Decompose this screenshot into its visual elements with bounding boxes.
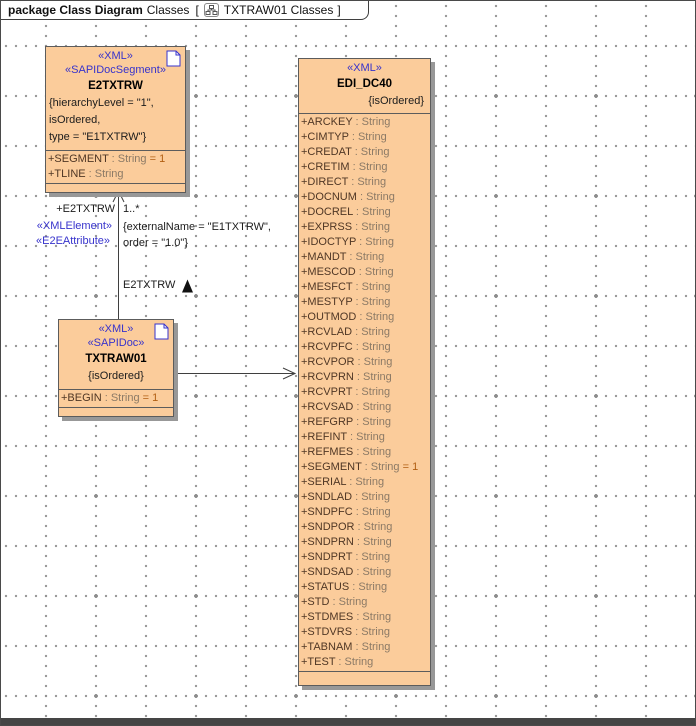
attribute-row[interactable]: +MANDT : String: [301, 251, 385, 263]
attribute-row[interactable]: +SNDLAD : String: [301, 491, 390, 503]
attribute-row[interactable]: +SNDPRT : String: [301, 551, 391, 563]
attribute-row[interactable]: +REFGRP : String: [301, 416, 391, 428]
open-arrowhead-right-icon: [282, 367, 297, 380]
attribute-row[interactable]: +RCVLAD : String: [301, 326, 390, 338]
attribute-row[interactable]: +OUTMOD : String: [301, 311, 395, 323]
stereotype-label: «SAPIDocSegment»: [65, 64, 166, 76]
attribute-row[interactable]: +SERIAL : String: [301, 476, 385, 488]
association-role-label[interactable]: +E2TXTRW: [56, 203, 115, 215]
diagram-tab: package Class Diagram Classes [ TXTRAW01…: [1, 1, 369, 20]
tagged-values: {isOrdered}: [301, 93, 428, 109]
class-name: E2TXTRW: [88, 80, 143, 92]
attribute-row[interactable]: +STDMES : String: [301, 611, 392, 623]
attributes-compartment: +ARCKEY : String +CIMTYP : String +CREDAT …: [299, 113, 430, 671]
class-e2txtrw[interactable]: «XML» «SAPIDocSegment» E2TXTRW {hierarch…: [45, 46, 186, 193]
attribute-row[interactable]: +STD : String: [301, 596, 368, 608]
class-name: TXTRAW01: [85, 353, 147, 365]
stereotype-label: «XML»: [98, 50, 133, 62]
attribute-row[interactable]: +REFMES : String: [301, 446, 392, 458]
association-txtraw01-edi_dc40[interactable]: [177, 367, 297, 380]
attribute-row[interactable]: +DIRECT : String: [301, 176, 387, 188]
class-txtraw01-header: «XML» «SAPIDoc» TXTRAW01 {isOrdered}: [59, 320, 173, 389]
attribute-row[interactable]: +STATUS : String: [301, 581, 388, 593]
attribute-row[interactable]: +CREDAT : String: [301, 146, 390, 158]
class-e2txtrw-header: «XML» «SAPIDocSegment» E2TXTRW {hierarch…: [46, 47, 185, 150]
bracket: [: [195, 2, 199, 17]
attribute-row[interactable]: +TABNAM : String: [301, 641, 391, 653]
tagged-value-line: type = "E1TXTRW"}: [49, 131, 147, 143]
attribute-row[interactable]: +SNDPOR : String: [301, 521, 393, 533]
association-name-label[interactable]: E2TXTRW: [123, 278, 194, 293]
operations-compartment: [59, 407, 173, 416]
stereotype-label: «XML»: [98, 323, 134, 335]
association-constraint-label[interactable]: {externalName = "E1TXTRW", order = "1.0"…: [123, 221, 271, 249]
attributes-compartment: +BEGIN : String = 1: [59, 389, 173, 407]
attribute-row[interactable]: +DOCREL : String: [301, 206, 391, 218]
tagged-value-line: isOrdered,: [49, 114, 101, 126]
tagged-values: {hierarchyLevel = "1", isOrdered, type = "…: [48, 95, 183, 146]
attribute-row[interactable]: +EXPRSS : String: [301, 221, 390, 233]
attribute-row[interactable]: +IDOCTYP : String: [301, 236, 395, 248]
class-name: EDI_DC40: [337, 78, 392, 90]
direction-triangle-up-icon: [182, 279, 194, 293]
attribute-row[interactable]: +RCVPFC : String: [301, 341, 391, 353]
attribute-row[interactable]: +TLINE : String: [48, 168, 124, 180]
bracket: ]: [337, 2, 341, 17]
diagram-ref-label: TXTRAW01 Classes: [223, 2, 334, 17]
attribute-row[interactable]: +ARCKEY : String: [301, 116, 391, 128]
tagged-value-line: {isOrdered}: [88, 370, 144, 382]
attribute-row[interactable]: +RCVSAD : String: [301, 401, 392, 413]
attribute-row[interactable]: +CRETIM : String: [301, 161, 388, 173]
class-edi_dc40-header: «XML» EDI_DC40 {isOrdered}: [299, 59, 430, 113]
tagged-value-line: {hierarchyLevel = "1",: [49, 97, 154, 109]
stereotype-label: «XML»: [347, 62, 382, 74]
attribute-row[interactable]: +DOCNUM : String: [301, 191, 395, 203]
attribute-row[interactable]: +SEGMENT : String = 1: [48, 153, 166, 165]
attribute-row[interactable]: +MESTYP : String: [301, 296, 391, 308]
document-icon: [166, 50, 181, 67]
association-stereotype-label[interactable]: «E2EAttribute»: [36, 235, 110, 247]
attribute-row[interactable]: +REFINT : String: [301, 431, 385, 443]
association-multiplicity-label[interactable]: 1..*: [123, 203, 140, 215]
window-bottom-border: [1, 718, 695, 725]
class-edi_dc40[interactable]: «XML» EDI_DC40 {isOrdered} +ARCKEY : Str…: [298, 58, 431, 686]
attribute-row[interactable]: +RCVPRT : String: [301, 386, 391, 398]
attributes-compartment: +SEGMENT : String = 1 +TLINE : String: [46, 150, 185, 183]
class-diagram-icon: [203, 2, 219, 17]
attribute-row[interactable]: +TEST : String: [301, 656, 374, 668]
operations-compartment: [46, 183, 185, 192]
association-stereotype-label[interactable]: «XMLElement»: [36, 220, 112, 232]
attribute-row[interactable]: +BEGIN : String = 1: [61, 392, 159, 404]
attribute-row[interactable]: +RCVPRN : String: [301, 371, 392, 383]
diagram-kind-label: package Class Diagram: [8, 2, 143, 17]
tagged-values: {isOrdered}: [61, 368, 171, 385]
attribute-row[interactable]: +CIMTYP : String: [301, 131, 387, 143]
attribute-row[interactable]: +STDVRS : String: [301, 626, 390, 638]
attribute-row[interactable]: +RCVPOR : String: [301, 356, 393, 368]
attribute-row[interactable]: +SNDPRN : String: [301, 536, 392, 548]
document-icon: [154, 323, 169, 340]
attribute-row[interactable]: +SNDSAD : String: [301, 566, 392, 578]
class-txtraw01[interactable]: «XML» «SAPIDoc» TXTRAW01 {isOrdered} +BE…: [58, 319, 174, 417]
attribute-row[interactable]: +MESCOD : String: [301, 266, 394, 278]
attribute-row[interactable]: +SEGMENT : String = 1: [301, 461, 419, 473]
attribute-row[interactable]: +MESFCT : String: [301, 281, 391, 293]
stereotype-label: «SAPIDoc»: [87, 337, 145, 349]
attribute-row[interactable]: +SNDPFC : String: [301, 506, 391, 518]
tagged-value-line: {isOrdered}: [368, 95, 424, 107]
diagram-title: Classes: [146, 2, 190, 17]
operations-compartment: [299, 671, 430, 685]
